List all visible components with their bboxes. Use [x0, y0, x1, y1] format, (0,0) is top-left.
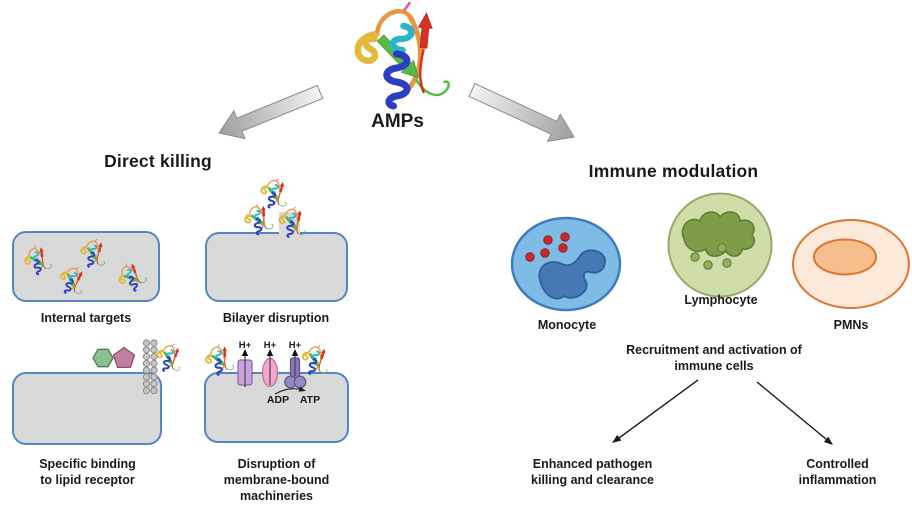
atp-synthase-head-icon: [293, 375, 307, 389]
label-line: immune cells: [674, 359, 754, 373]
label-line: killing and clearance: [531, 473, 654, 487]
lipid-receptor-icon: [92, 339, 186, 395]
machineries-label: Disruption of membrane-bound machineries: [204, 456, 349, 504]
lymphocyte-nucleus: [681, 211, 756, 257]
block-arrow-to-direct-killing-icon: [218, 84, 324, 140]
label-line: Disruption of: [237, 457, 316, 471]
proton-arrowhead-icon: [266, 349, 274, 356]
sugar-hexagon-icon: [92, 348, 114, 368]
label-line: membrane-bound: [223, 473, 330, 487]
bilayer-disruption-label: Bilayer disruption: [222, 311, 330, 325]
recruitment-text: Recruitment and activation of immune cel…: [604, 342, 824, 374]
lymphocyte-cell-icon: [667, 192, 773, 298]
atp-label: ATP: [299, 394, 321, 406]
membrane-machinery-icon: [203, 341, 333, 395]
adp-label: ADP: [266, 394, 290, 406]
arrowhead-icon: [823, 436, 833, 445]
label-line: Enhanced pathogen: [532, 457, 653, 471]
outcome-arrows-icon: [612, 379, 833, 445]
label-line: Controlled: [806, 457, 869, 471]
monocyte-nucleus: [538, 249, 606, 300]
h-plus-label: H+: [263, 340, 277, 351]
arrow-to-controlled-inflammation: [756, 381, 827, 441]
monocyte-granules-icon: [525, 232, 570, 262]
proton-arrowhead-icon: [291, 349, 299, 356]
label-line: machineries: [240, 489, 313, 503]
label-line: to lipid receptor: [40, 473, 135, 487]
immune-modulation-heading: Immune modulation: [588, 161, 759, 181]
label-line: Recruitment and activation of: [626, 343, 802, 357]
membrane-box-bilayer-disruption: [205, 232, 348, 302]
specific-binding-label: Specific binding to lipid receptor: [10, 456, 165, 488]
direct-killing-heading: Direct killing: [104, 151, 212, 171]
membrane-box-machineries: [204, 372, 349, 443]
enhanced-killing-text: Enhanced pathogen killing and clearance: [510, 456, 675, 488]
arrow-to-pathogen-killing: [618, 379, 699, 439]
amp-protein-structure-icon: [344, 0, 459, 112]
pmn-nucleus: [813, 238, 877, 276]
lymphocyte-granules-icon: [690, 243, 732, 270]
lipid-bead-chains-icon: [142, 339, 158, 395]
pmns-label: PMNs: [833, 318, 869, 332]
membrane-box-specific-binding: [12, 372, 162, 445]
membrane-box-internal-targets: [12, 231, 160, 302]
arrowhead-icon: [612, 434, 622, 443]
monocyte-body: [510, 216, 622, 312]
monocyte-label: Monocyte: [537, 318, 597, 332]
h-plus-label: H+: [288, 340, 302, 351]
internal-targets-label: Internal targets: [40, 311, 132, 325]
proton-arrowhead-icon: [241, 349, 249, 356]
label-line: inflammation: [798, 473, 877, 487]
lymphocyte-label: Lymphocyte: [684, 293, 758, 307]
label-line: Specific binding: [39, 457, 136, 471]
sugar-pentagon-icon: [112, 346, 136, 369]
block-arrow-to-immune-modulation-icon: [468, 82, 575, 143]
controlled-inflammation-text: Controlled inflammation: [775, 456, 900, 488]
h-plus-label: H+: [238, 340, 252, 351]
adp-to-atp-arrowhead-icon: [298, 386, 306, 392]
bilayer-amp-proteins-icon: [241, 175, 308, 239]
internal-amp-proteins-icon: [21, 236, 150, 299]
amps-label: AMPs: [371, 111, 424, 132]
pmn-cell-icon: [792, 219, 910, 309]
monocyte-cell-icon: [510, 216, 622, 312]
